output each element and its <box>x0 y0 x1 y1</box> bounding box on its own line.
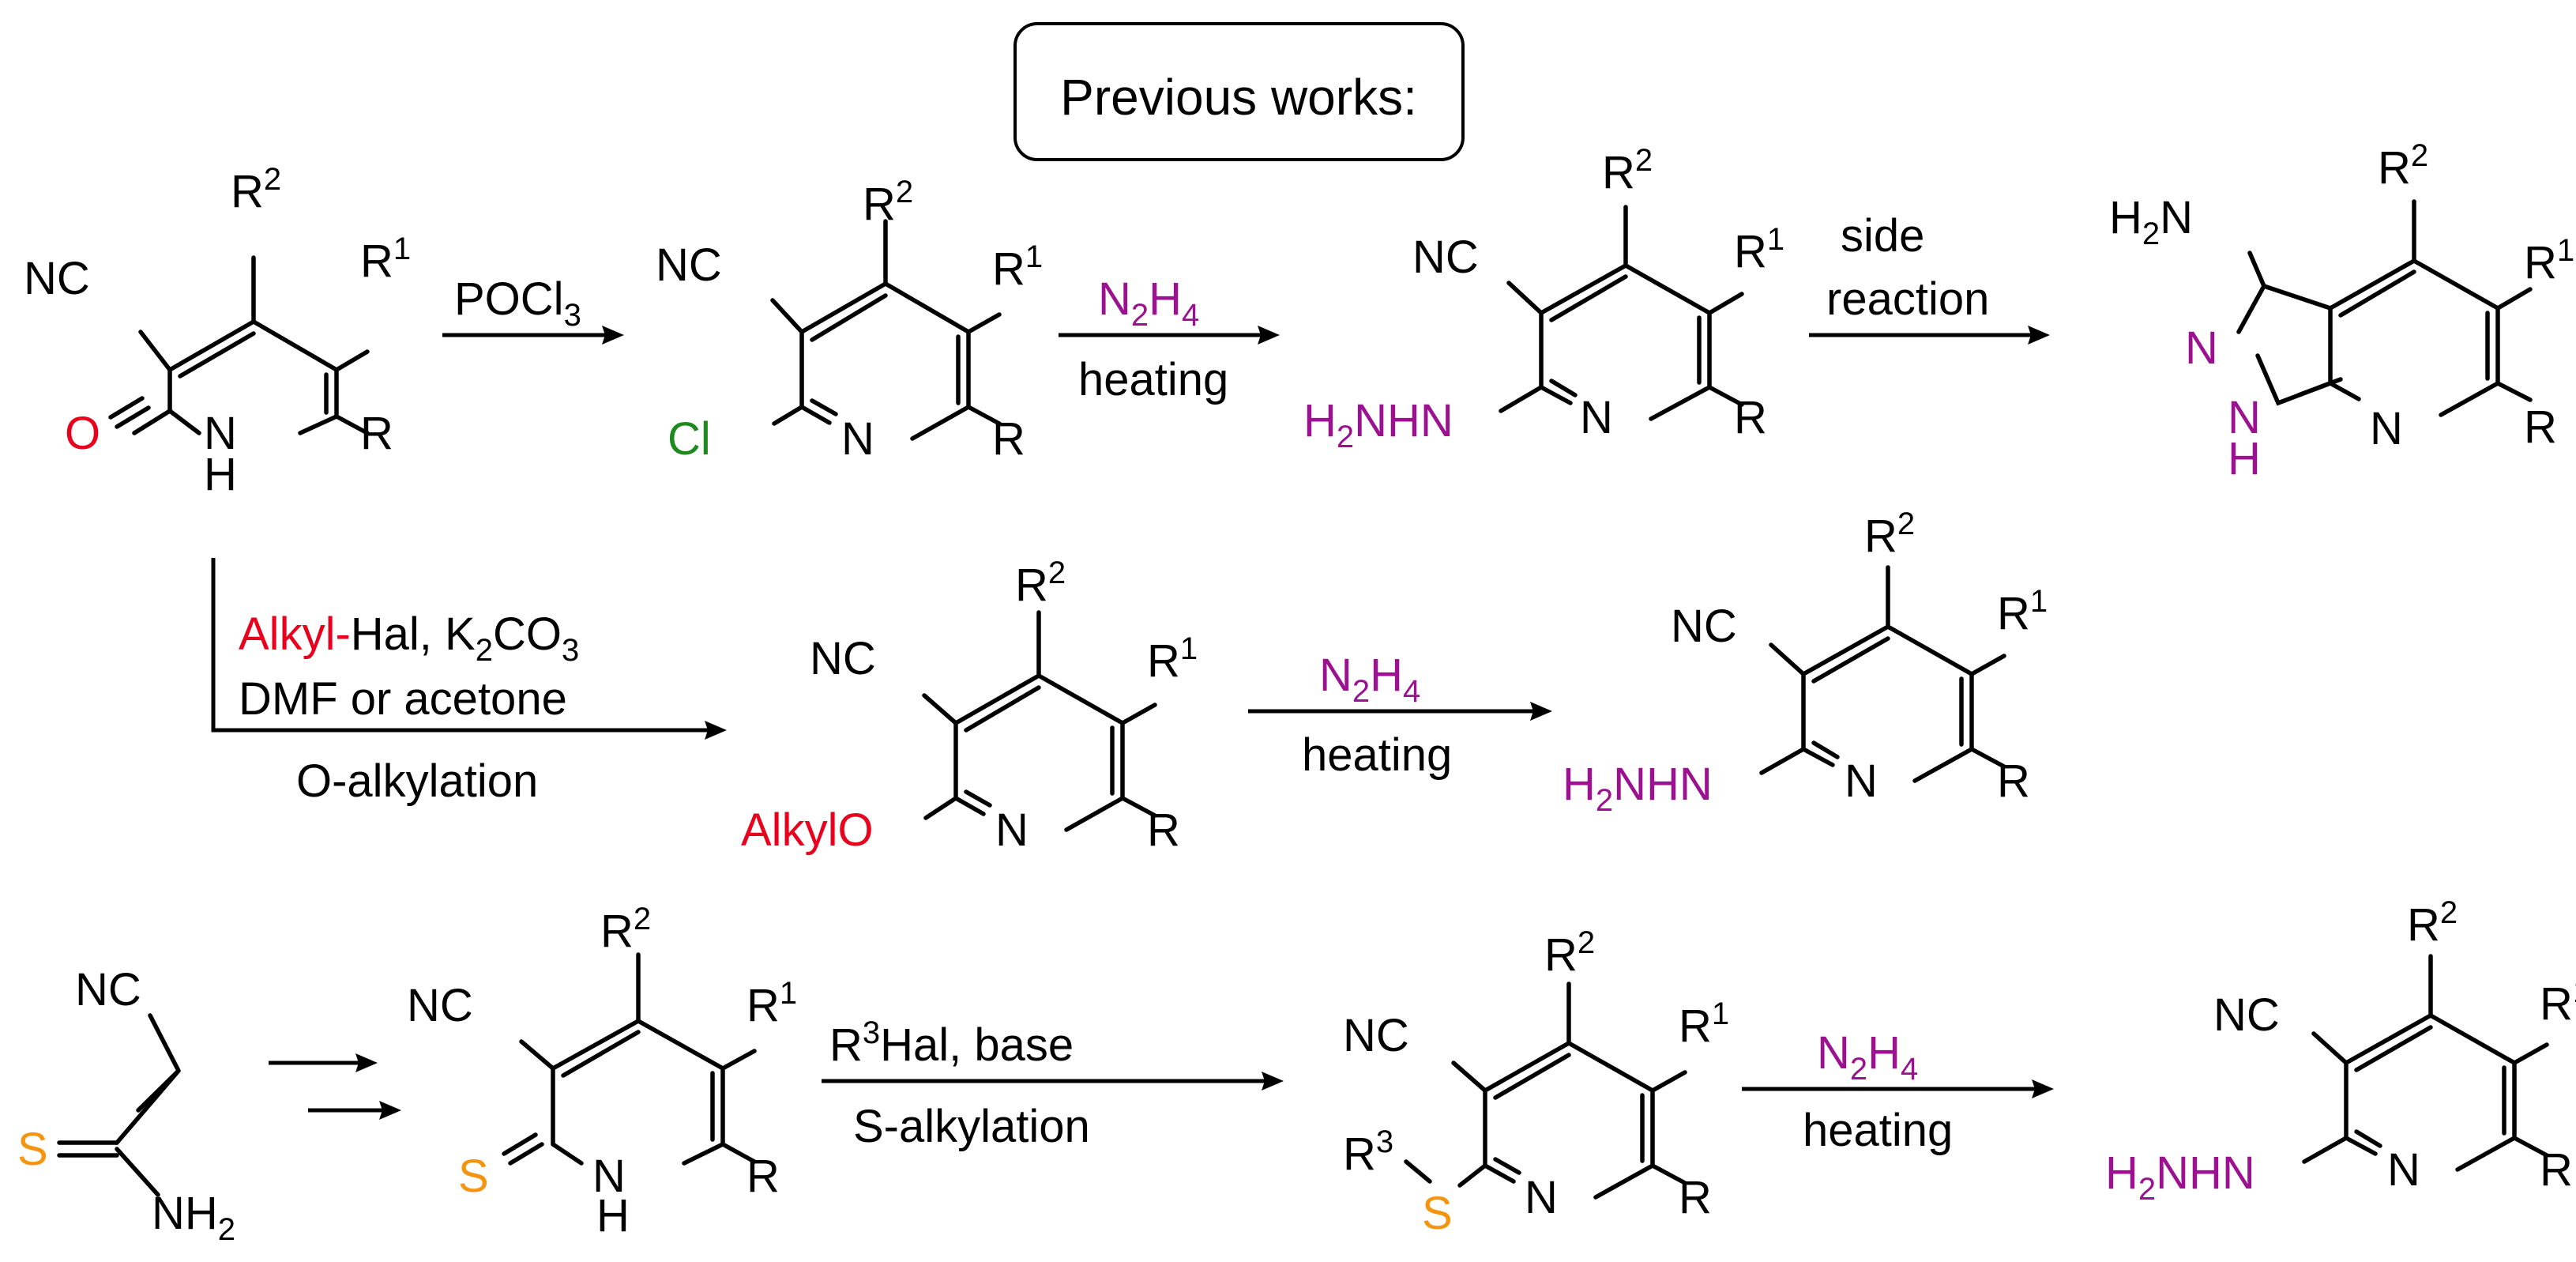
oxygen-label: O <box>65 408 100 459</box>
r2-label: R2 <box>1544 925 1595 981</box>
molecule-hydrazinopyridine: NC R2 R1 R N H2NHN <box>1303 143 1784 454</box>
n-label: N <box>995 804 1029 856</box>
r1-label: R1 <box>1679 996 1729 1052</box>
molecule-pyrazolopyridine: R2 R1 R N H2N N N H <box>2109 138 2574 484</box>
pyrazole-nh-label: N <box>2228 392 2261 443</box>
r-label: R <box>1679 1172 1712 1223</box>
nc-label: NC <box>656 239 722 291</box>
molecule-alkoxypyridine: NC R2 R1 R N AlkylO <box>741 556 1198 856</box>
molecule-pyridone: NC R2 R1 R O N H <box>24 162 411 500</box>
reaction-label: reaction <box>1826 273 1989 325</box>
r1-label: R1 <box>746 976 797 1031</box>
h-label: H <box>204 449 237 500</box>
pyrazole-h-label: H <box>2228 433 2261 484</box>
alkyl-hal-label: Alkyl-Hal, K2CO3 <box>239 608 579 668</box>
r3-label: R3 <box>1343 1124 1393 1180</box>
n-label: N <box>841 413 874 465</box>
n-label: N <box>1845 755 1878 807</box>
side-label: side <box>1841 210 1924 262</box>
r2-label: R2 <box>600 902 651 957</box>
arrow-s-alkylation: R3Hal, base S-alkylation <box>822 1015 1284 1152</box>
r2-label: R2 <box>863 175 913 230</box>
r-label: R <box>1997 755 2030 807</box>
r-label: R <box>992 413 1025 465</box>
heating-label: heating <box>1078 354 1228 405</box>
pyrazole-n-label: N <box>2185 322 2218 374</box>
r2-label: R2 <box>2407 895 2458 951</box>
r1-label: R1 <box>1997 584 2048 639</box>
nc-label: NC <box>810 633 876 684</box>
r-label: R <box>1734 392 1767 443</box>
r1-label: R1 <box>1147 631 1198 687</box>
hydrazino-label: H2NHN <box>1563 759 1713 818</box>
s-alkylation-label: S-alkylation <box>853 1101 1090 1152</box>
cl-label: Cl <box>668 413 711 465</box>
n-label: N <box>2387 1144 2420 1196</box>
n-label: N <box>2370 403 2403 454</box>
r3hal-base-label: R3Hal, base <box>829 1015 1074 1071</box>
s-label: S <box>458 1151 489 1202</box>
nc-label: NC <box>24 253 90 304</box>
molecule-hydrazinopyridine-3: NC R2 R1 R N H2NHN <box>2105 895 2576 1207</box>
heating-label: heating <box>1302 729 1452 781</box>
r-label: R <box>1147 804 1180 856</box>
s-label: S <box>1422 1188 1453 1239</box>
arrow-n2h4-1: N2H4 heating <box>1059 273 1280 405</box>
molecule-pyridinethione: NC R2 R1 R S N H <box>407 902 797 1241</box>
r2-label: R2 <box>1015 556 1066 611</box>
nh-label: N <box>592 1151 626 1202</box>
arrow-multistep <box>269 1053 401 1120</box>
hydrazino-label: H2NHN <box>2105 1147 2255 1207</box>
nh-label: N <box>204 408 237 459</box>
arrow-n2h4-3: N2H4 heating <box>1742 1027 2054 1156</box>
r1-label: R1 <box>2540 974 2576 1030</box>
arrow-n2h4-2: N2H4 heating <box>1248 650 1552 781</box>
molecule-chloropyridine: NC R2 R1 R Cl N <box>656 175 1043 465</box>
h2n-label: H2N <box>2109 192 2193 251</box>
nc-label: NC <box>1671 601 1737 652</box>
r1-label: R1 <box>360 232 411 287</box>
r-label: R <box>2540 1144 2573 1196</box>
arrow-o-alkylation: Alkyl-Hal, K2CO3 DMF or acetone O-alkyla… <box>211 558 727 807</box>
r-label: R <box>746 1151 780 1202</box>
previous-works-box: Previous works: <box>1013 22 1465 161</box>
molecule-cyanothioacetamide: NC S NH2 <box>17 964 235 1247</box>
nc-label: NC <box>1412 232 1479 283</box>
previous-works-title: Previous works: <box>1060 69 1417 126</box>
arrow-side-reaction: side reaction <box>1809 210 2050 345</box>
molecule-alkylthiopyridine: NC R2 R1 R N R3 S <box>1343 925 1729 1239</box>
r2-label: R2 <box>1602 143 1653 198</box>
arrow-pocl3: POCl3 <box>442 273 624 345</box>
n2h4-label: N2H4 <box>1098 273 1199 333</box>
r-label: R <box>2524 401 2557 453</box>
nc-label: NC <box>407 980 473 1031</box>
r2-label: R2 <box>231 162 281 217</box>
alkylo-label: AlkylO <box>741 804 874 856</box>
r1-label: R1 <box>2524 233 2574 288</box>
solvent-label: DMF or acetone <box>239 673 567 725</box>
r2-label: R2 <box>1864 507 1915 562</box>
r1-label: R1 <box>992 239 1043 295</box>
h-label: H <box>596 1190 630 1241</box>
nc-label: NC <box>1343 1010 1409 1061</box>
s-label: S <box>17 1124 48 1175</box>
n2h4-label: N2H4 <box>1817 1027 1918 1087</box>
nc-label: NC <box>75 964 141 1015</box>
heating-label: heating <box>1803 1105 1953 1156</box>
pocl3-label: POCl3 <box>454 273 581 333</box>
r2-label: R2 <box>2378 138 2428 194</box>
r1-label: R1 <box>1734 222 1784 277</box>
molecule-hydrazinopyridine-2: NC R2 R1 R N H2NHN <box>1563 507 2048 818</box>
o-alkylation-label: O-alkylation <box>296 755 538 807</box>
nh2-label: NH2 <box>152 1188 235 1247</box>
r-label: R <box>360 408 393 459</box>
nc-label: NC <box>2213 989 2280 1041</box>
n-label: N <box>1580 392 1613 443</box>
n-label: N <box>1525 1172 1558 1223</box>
n2h4-label: N2H4 <box>1319 650 1420 709</box>
hydrazino-label: H2NHN <box>1303 395 1453 454</box>
